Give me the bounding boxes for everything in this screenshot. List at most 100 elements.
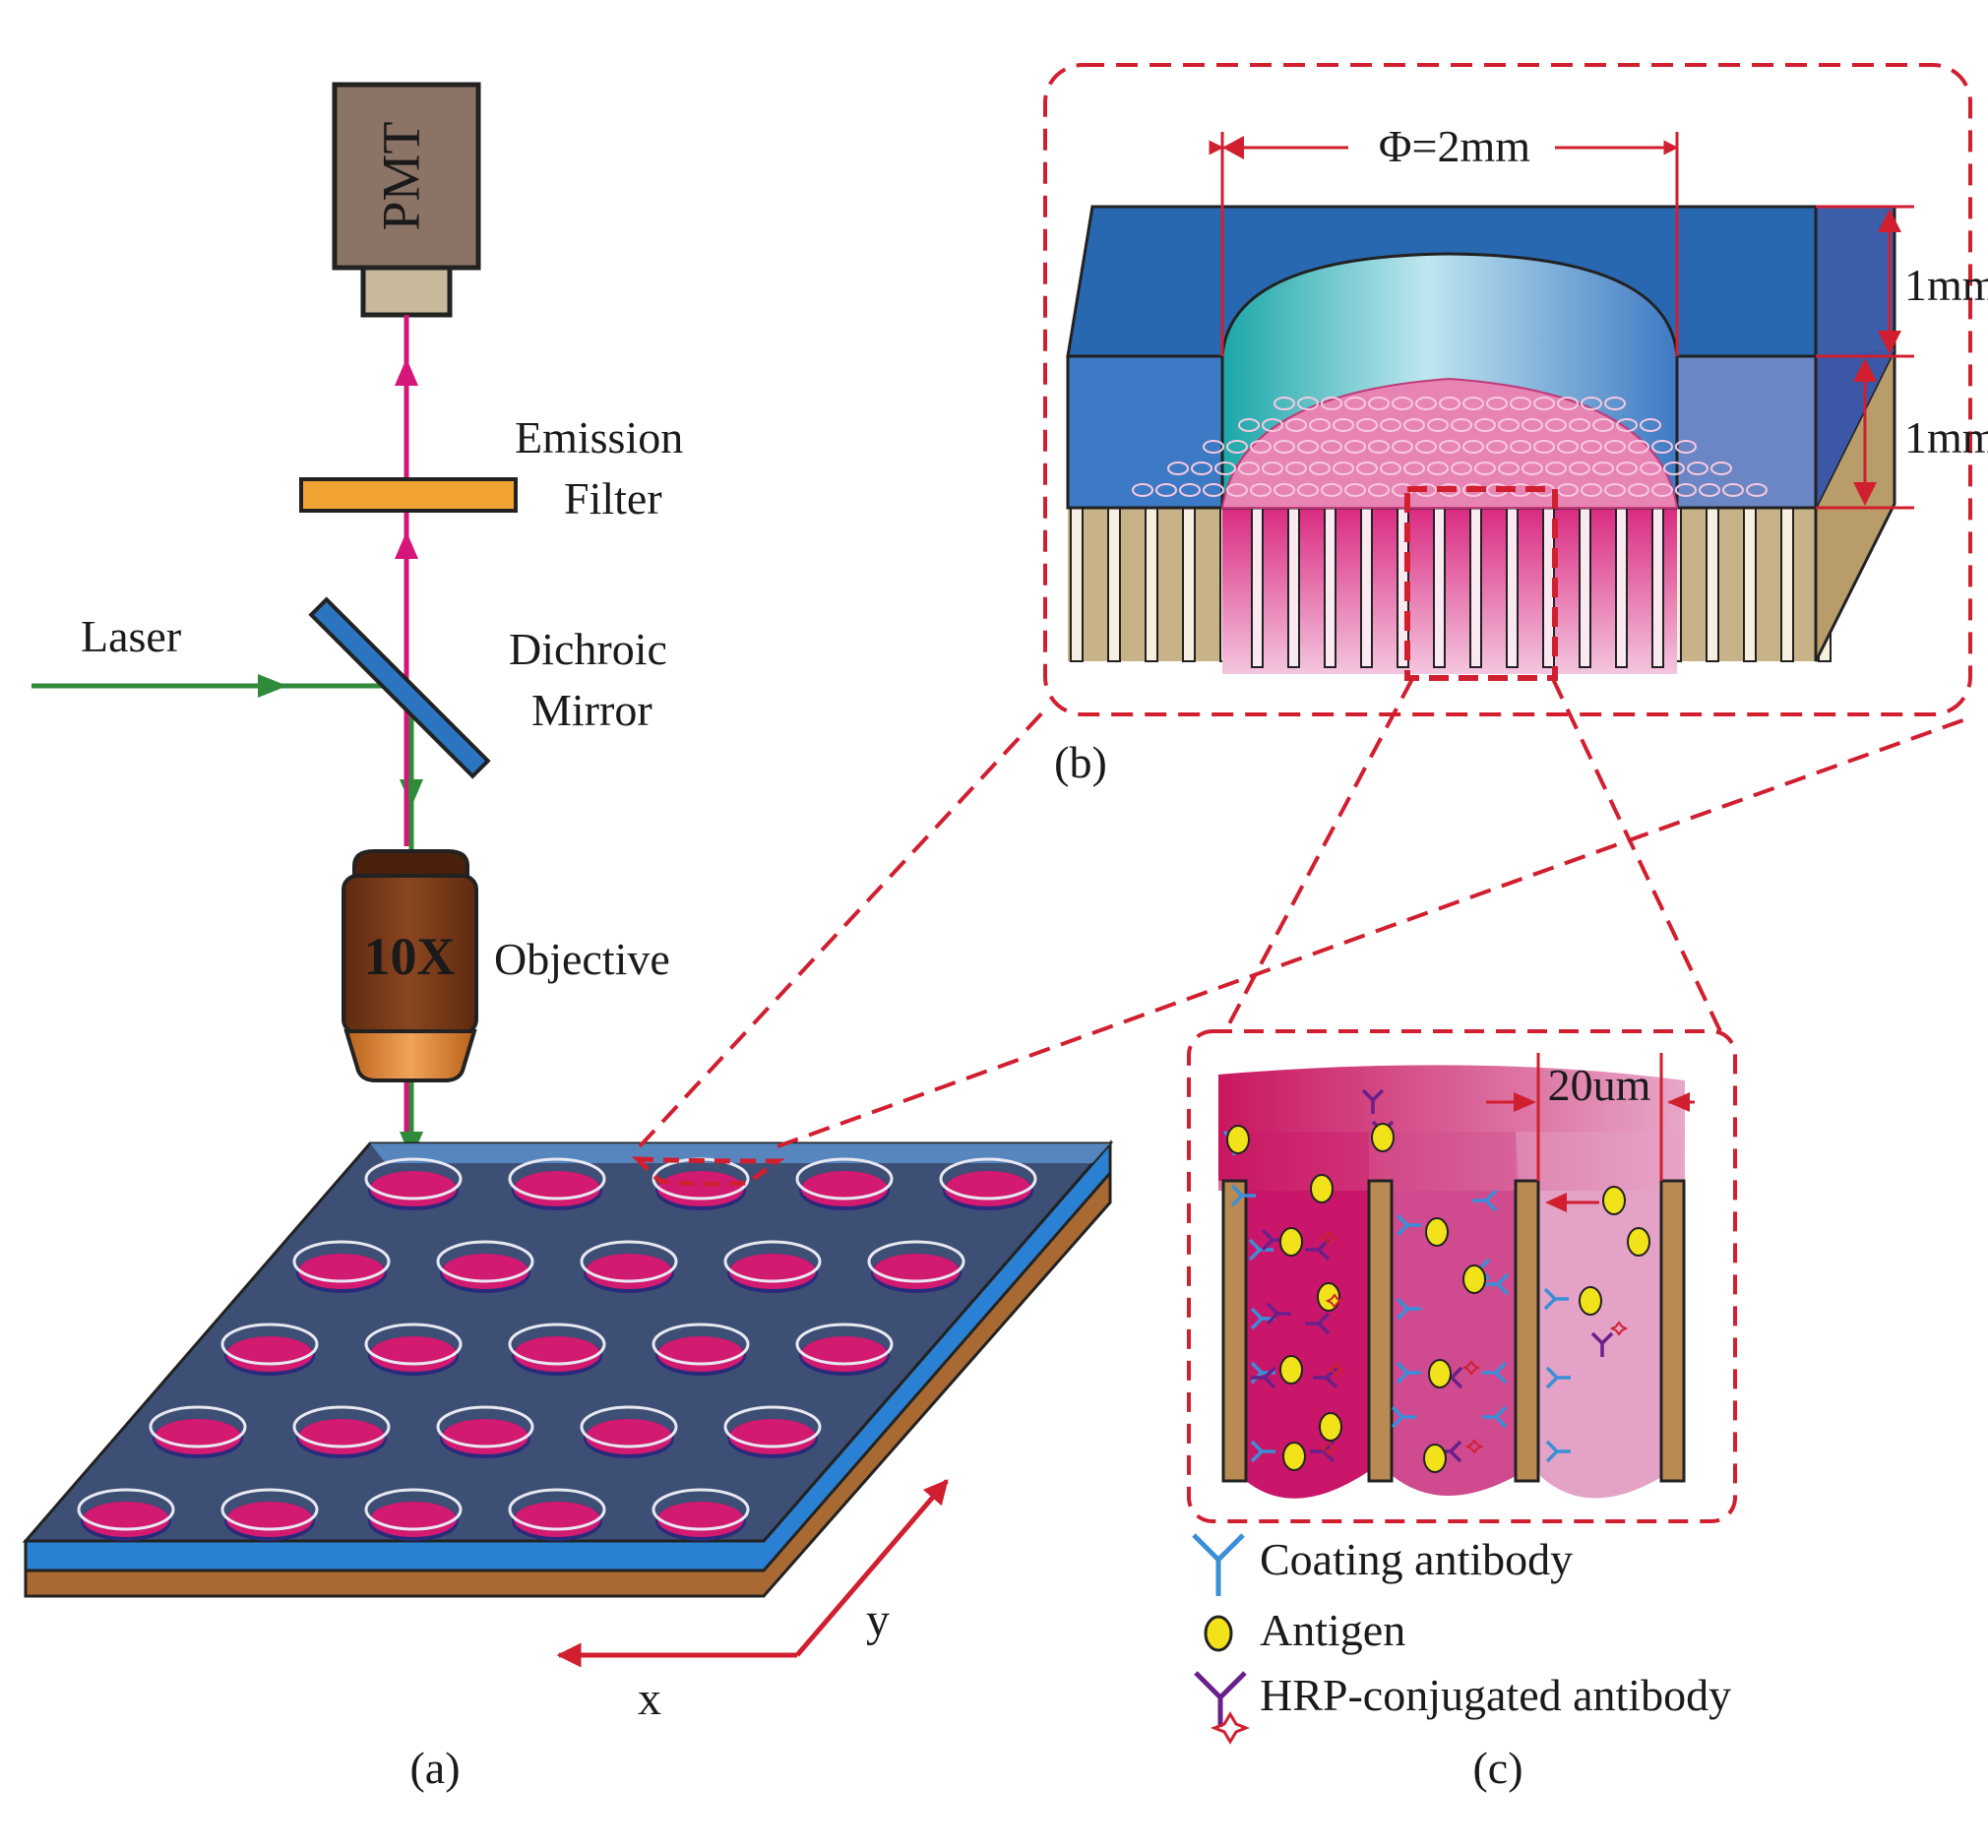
pillar <box>1182 507 1196 662</box>
well-grid <box>77 1157 1037 1541</box>
well <box>939 1157 1037 1210</box>
antigen-icon <box>1462 1264 1486 1294</box>
honeycomb-cell <box>1380 462 1401 475</box>
well-pillar <box>1615 507 1628 668</box>
legend-antigen-icon <box>1204 1615 1233 1652</box>
honeycomb-cell <box>1392 397 1413 410</box>
honeycomb-cell <box>1462 440 1484 454</box>
honeycomb-cell <box>1250 440 1272 454</box>
pillars-c <box>1221 1179 1686 1483</box>
hrp-marker-icon <box>1464 1439 1484 1454</box>
honeycomb-cell <box>1226 440 1248 454</box>
honeycomb-cell <box>1640 418 1661 432</box>
honeycomb-cell <box>1486 397 1508 410</box>
pillar <box>1706 507 1719 662</box>
honeycomb-cell <box>1439 397 1460 410</box>
honeycomb-cell <box>1344 440 1366 454</box>
coating-antibody-icon <box>1396 1213 1421 1237</box>
well <box>220 1488 319 1541</box>
antigen-icon <box>1579 1286 1602 1316</box>
emission-filter <box>299 477 518 513</box>
well <box>292 1240 391 1293</box>
laser-down-arrow <box>400 779 423 807</box>
well <box>652 1488 750 1541</box>
honeycomb-cell <box>1321 483 1342 497</box>
honeycomb-cell <box>1321 440 1342 454</box>
legend-coating-label: Coating antibody <box>1260 1534 1573 1584</box>
diameter-dimension <box>1209 132 1679 356</box>
well <box>149 1405 247 1458</box>
honeycomb-cell <box>1675 440 1697 454</box>
axis-y-label: y <box>866 1594 890 1646</box>
coating-antibody-icon <box>1230 1184 1256 1207</box>
antigen-icon <box>1371 1123 1395 1152</box>
honeycomb-cell <box>1262 418 1283 432</box>
antigen-icon <box>1428 1359 1452 1388</box>
legend-hrp-antibody-icon <box>1194 1671 1251 1745</box>
honeycomb-cell <box>1628 440 1649 454</box>
antigen-icon <box>1310 1174 1334 1203</box>
zoom-window-b <box>1404 486 1558 681</box>
channel-1 <box>1218 1132 1369 1499</box>
emission-filter-label-1: Emission <box>515 412 683 462</box>
panel-b: Φ=2mm 1mm 1mm (b) <box>1043 63 1988 787</box>
antigen-icon <box>1319 1412 1342 1442</box>
emission-filter-label-2: Filter <box>564 473 662 524</box>
hrp-marker-icon <box>1461 1360 1481 1376</box>
honeycomb-cell <box>1651 483 1673 497</box>
pmt-detector: PMT <box>332 82 481 318</box>
antigen-icon <box>1226 1125 1250 1154</box>
honeycomb-cell <box>1427 462 1449 475</box>
honeycomb-cell <box>1604 483 1626 497</box>
laser-arrow <box>258 674 287 698</box>
coating-antibody-icon <box>1472 1189 1498 1212</box>
depth-top-label: 1mm <box>1904 260 1988 310</box>
channel-3 <box>1516 1132 1685 1499</box>
honeycomb-cell <box>1569 462 1590 475</box>
honeycomb-cell <box>1557 440 1579 454</box>
well-pillar <box>1579 507 1591 668</box>
honeycomb-cell <box>1368 483 1390 497</box>
honeycomb-cell <box>1462 397 1484 410</box>
coating-antibody-icon <box>1484 1272 1510 1296</box>
pillar <box>1780 507 1794 662</box>
well <box>652 1157 750 1210</box>
plate-highlight-region <box>631 1156 785 1187</box>
coating-antibody-icon <box>1543 1287 1569 1311</box>
hrp-marker-icon <box>1327 1362 1346 1378</box>
height-dimension <box>1816 205 1914 510</box>
well-pillar <box>1433 507 1446 668</box>
honeycomb-cell <box>1522 418 1543 432</box>
honeycomb-cell <box>1250 483 1272 497</box>
honeycomb-cell <box>1498 418 1520 432</box>
emission-arrow-mid <box>395 531 418 559</box>
well <box>436 1240 534 1293</box>
honeycomb-cell <box>1226 483 1248 497</box>
honeycomb-cell <box>1415 397 1437 410</box>
pmt-label: PMT <box>371 121 430 230</box>
well-block <box>1066 205 1897 510</box>
honeycomb-cell <box>1581 483 1602 497</box>
honeycomb-cell <box>1274 483 1295 497</box>
honeycomb-cell <box>1533 397 1555 410</box>
dichroic-label-1: Dichroic <box>509 624 667 674</box>
coating-antibody-icon <box>1545 1366 1571 1389</box>
panel-a: PMT Emission Filter Laser Dichroic Mirro… <box>22 82 1114 1793</box>
well-pillar <box>1651 507 1664 668</box>
honeycomb-cell <box>1427 418 1449 432</box>
caption-a: (a) <box>409 1743 460 1793</box>
honeycomb-cell <box>1262 462 1283 475</box>
hrp-marker-icon <box>1319 1441 1338 1456</box>
honeycomb-cell <box>1640 462 1661 475</box>
honeycomb-cell <box>1675 483 1697 497</box>
honeycomb-cell <box>1651 440 1673 454</box>
well <box>508 1488 606 1541</box>
honeycomb-cell <box>1285 418 1307 432</box>
honeycomb-cell <box>1297 440 1319 454</box>
panel-c: 20um (c) <box>1187 1029 1737 1793</box>
honeycomb-cell <box>1722 483 1744 497</box>
antigen-icon <box>1423 1444 1447 1473</box>
well-pillar <box>1469 507 1482 668</box>
honeycomb-cell <box>1380 418 1401 432</box>
axis-x-label: x <box>638 1673 661 1725</box>
